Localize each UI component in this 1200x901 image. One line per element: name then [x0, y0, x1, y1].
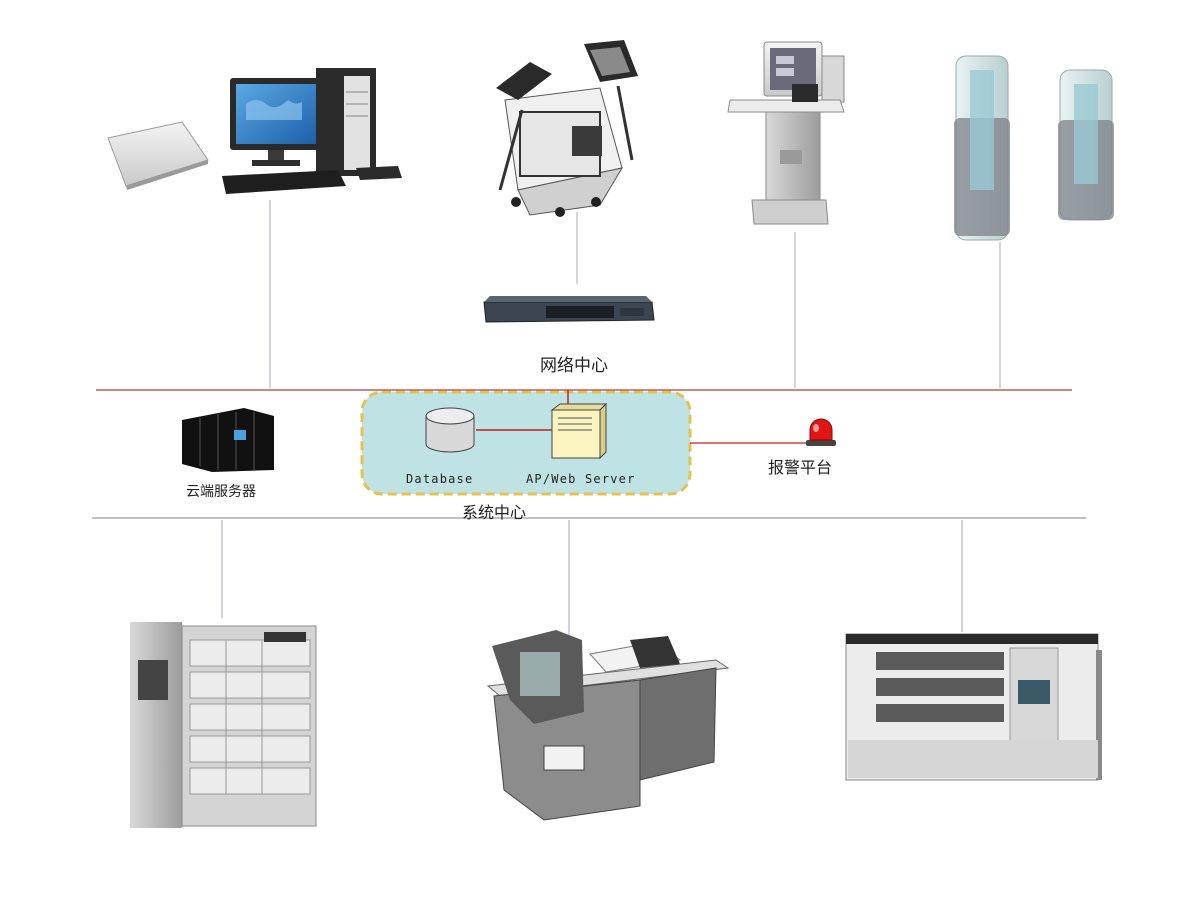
alarm-light-icon: [806, 418, 836, 446]
connector-lines: [221, 200, 1001, 636]
network-switch-icon: [483, 296, 655, 323]
server-rack-icon: [182, 408, 274, 472]
book-shelf-cabinet-icon: [130, 622, 317, 828]
book-return-machine-icon: [486, 630, 730, 821]
security-gate-icon: [954, 55, 1114, 241]
network-center-label: 网络中心: [540, 356, 608, 376]
database-label: Database: [406, 472, 474, 486]
workstation-icon: [107, 68, 402, 194]
database-icon: [425, 407, 475, 453]
web-server-icon: [550, 402, 608, 460]
web-server-label: AP/Web Server: [526, 472, 636, 486]
self-service-kiosk-icon: [727, 41, 845, 225]
alarm-platform-label: 报警平台: [768, 458, 833, 477]
book-cart-icon: [496, 40, 638, 217]
cloud-server-label: 云端服务器: [186, 484, 256, 500]
system-center-label: 系统中心: [462, 503, 527, 522]
self-service-library-icon: [845, 633, 1102, 781]
